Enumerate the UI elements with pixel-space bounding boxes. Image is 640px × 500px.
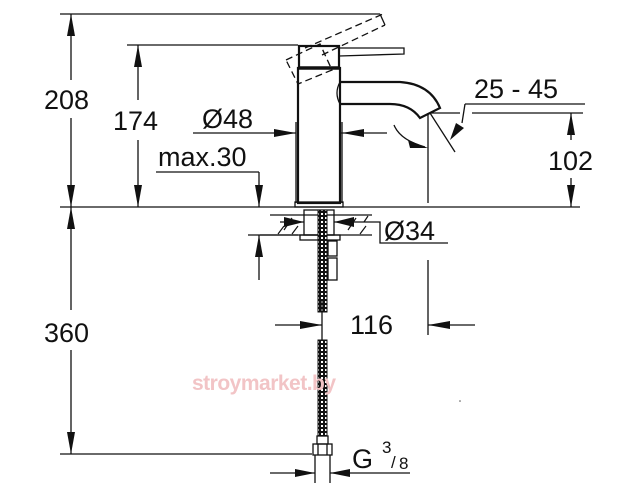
watermark: stroymarket.by [192, 372, 336, 395]
label-thread-letter: G [352, 444, 373, 474]
label-total-height: 208 [44, 85, 89, 115]
label-spout-height: 174 [113, 106, 158, 136]
label-thread-numerator: 3 [382, 438, 391, 457]
label-body-diameter: Ø48 [202, 104, 253, 134]
label-hole-diameter: Ø34 [384, 216, 435, 246]
label-outlet-height: 102 [548, 146, 593, 176]
dimension-body-diameter: Ø48 [193, 104, 387, 137]
label-thread-slash: / [391, 453, 396, 472]
dimension-connection-thread: G 3 / 8 [270, 438, 410, 477]
dimension-spout-angle: 25 - 45 [393, 74, 585, 203]
label-thread-denominator: 8 [399, 454, 408, 473]
dimension-outlet-height: 102 [548, 113, 593, 207]
label-hose-length: 360 [44, 318, 89, 348]
dimension-hose-length: 360 [44, 207, 89, 454]
faucet-body [285, 13, 442, 208]
label-spout-reach: 116 [350, 310, 393, 340]
mounting-assembly: Ø34 [260, 209, 448, 281]
dimension-deck-thickness: max.30 [156, 142, 298, 280]
dimension-spout-height: 174 [113, 45, 158, 207]
braided-hose [312, 209, 333, 483]
stray-dot [459, 400, 461, 402]
lever-alt-position [285, 43, 333, 85]
dimension-total-height: 208 [44, 14, 89, 207]
dimension-spout-reach: 116 [275, 260, 475, 340]
label-deck-thickness: max.30 [158, 142, 247, 172]
label-spout-angle: 25 - 45 [474, 74, 558, 104]
